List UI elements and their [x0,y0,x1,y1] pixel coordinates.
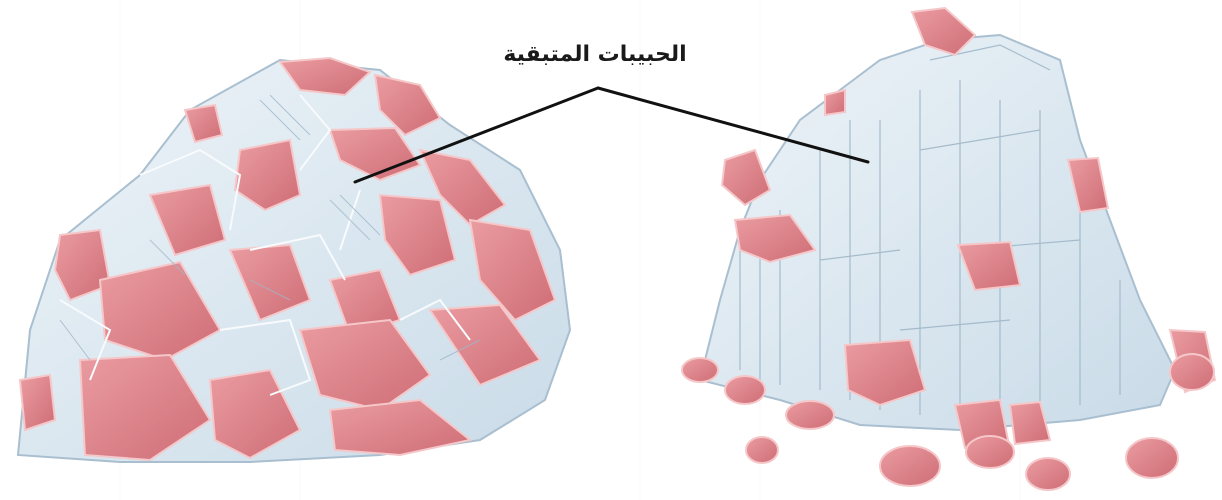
loose-grain [746,437,778,463]
loose-grain [880,446,940,486]
loose-grain [1170,354,1214,390]
loose-grain [725,376,765,404]
loose-grain [1126,438,1178,478]
intact-rock [18,58,570,462]
loose-grain [966,436,1014,468]
loose-grain [1026,458,1070,490]
loose-grain [786,401,834,429]
remaining-grains-label: الحبيبات المتبقية [470,42,720,67]
weathered-rock [700,8,1215,448]
loose-grain [682,358,718,382]
